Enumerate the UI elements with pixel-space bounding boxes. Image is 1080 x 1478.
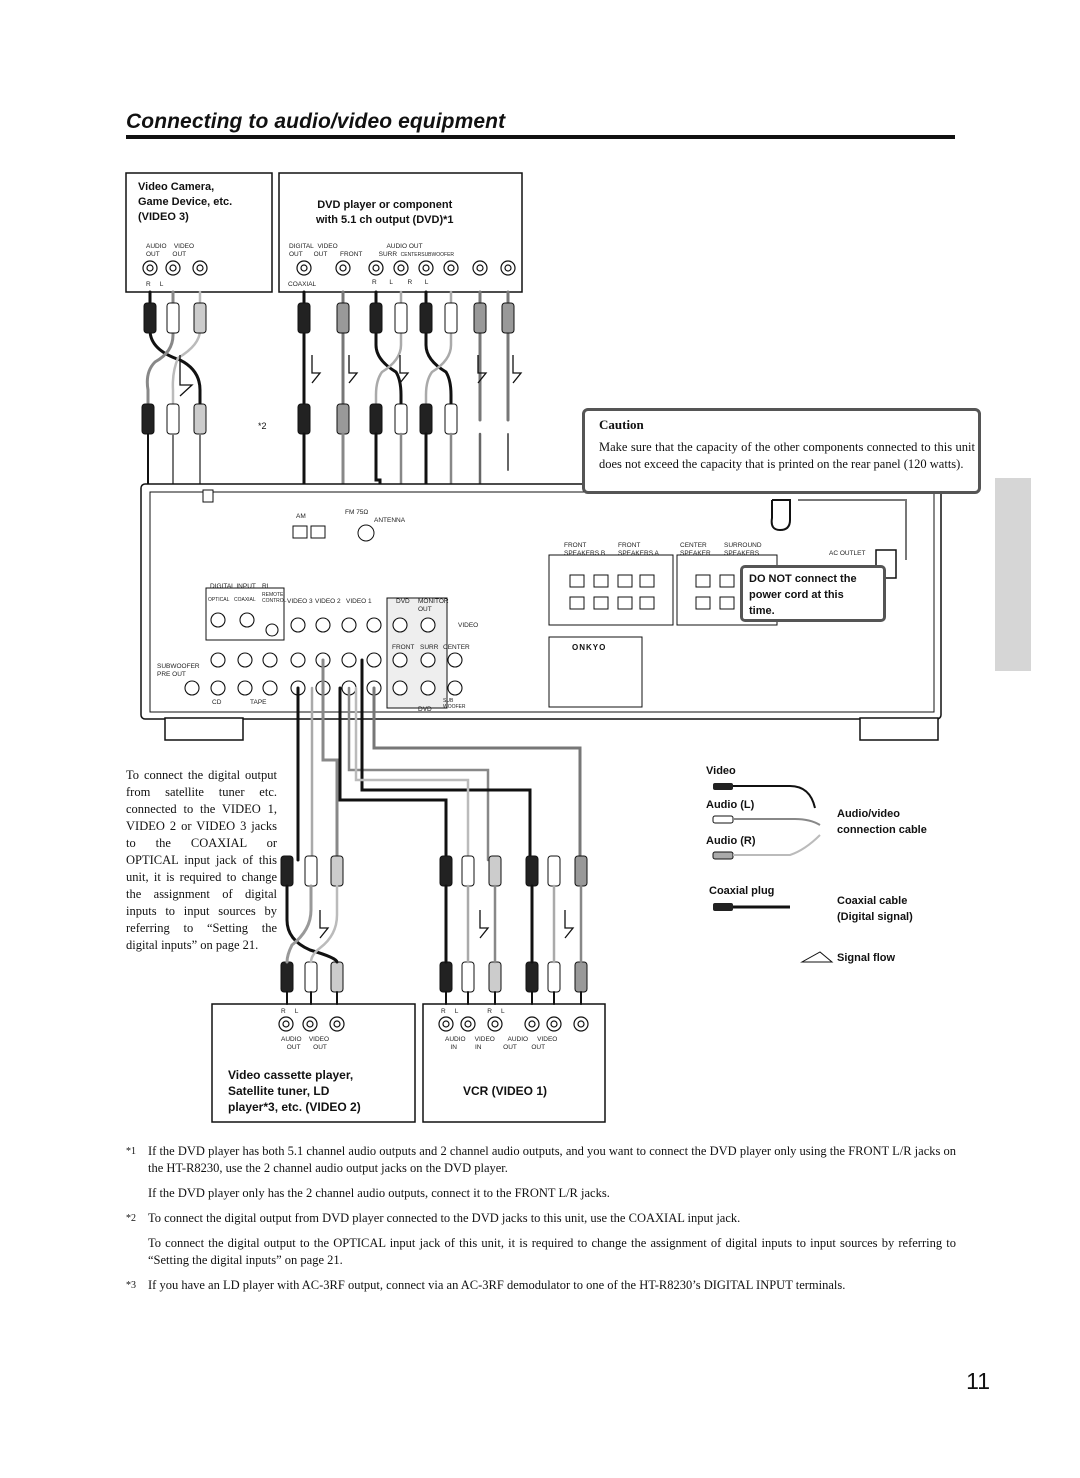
vcr-source-box: [422, 1003, 606, 1123]
dvd-rl-labels: R L R L: [372, 279, 429, 286]
panel-digital-input: DIGITAL INPUT: [210, 583, 256, 590]
footnotes: *1 If the DVD player has both 5.1 channe…: [126, 1143, 956, 1294]
top-plugs: [141, 302, 515, 435]
legend-video: Video: [706, 765, 736, 777]
side-tab: [995, 478, 1031, 671]
bottom-plugs: [280, 855, 588, 993]
panel-front: FRONT: [392, 644, 415, 651]
panel-subwoofer-pre: SUBWOOFER PRE OUT: [157, 663, 200, 678]
video3-rl-labels: R L: [146, 281, 164, 288]
caution-box: Caution Make sure that the capacity of t…: [582, 408, 981, 494]
legend-signal-flow: Signal flow: [837, 952, 896, 964]
vcr-rl: R L R L: [441, 1008, 505, 1015]
panel-surround: SURROUND SPEAKERS: [724, 542, 762, 557]
dvd-source-box: [278, 172, 523, 293]
panel-video2: VIDEO 2: [315, 598, 341, 605]
dvd-coaxial-label: COAXIAL: [288, 281, 317, 288]
video2-jack-labels: AUDIO VIDEO OUT OUT: [281, 1036, 330, 1051]
panel-video3: VIDEO 3: [287, 598, 313, 605]
panel-front-b: FRONT SPEAKERS B: [564, 542, 606, 557]
footnote-3: *3 If you have an LD player with AC-3RF …: [126, 1278, 846, 1292]
footnote-1: *1 If the DVD player has both 5.1 channe…: [126, 1144, 956, 1200]
legend-coaxial-plug: Coaxial plug: [709, 885, 775, 897]
vcr-jack-labels: AUDIO VIDEO AUDIO VIDEO IN IN OUT OUT: [445, 1036, 558, 1051]
footnote-2: *2 To connect the digital output from DV…: [126, 1211, 956, 1267]
panel-ri: RI: [262, 583, 269, 590]
vcr-source-label: VCR (VIDEO 1): [463, 1084, 548, 1098]
panel-sub-woofer: SUB WOOFER: [443, 698, 466, 710]
marker-2: *2: [258, 421, 267, 431]
panel-am: AM: [296, 513, 306, 520]
panel-cd: CD: [212, 699, 222, 706]
panel-coaxial: COAXIAL: [234, 597, 256, 603]
panel-surr: SURR: [420, 644, 439, 651]
legend-audio-l: Audio (L): [706, 799, 755, 811]
panel-center-jack: CENTER: [443, 644, 470, 651]
panel-front-a: FRONT SPEAKERS A: [618, 542, 659, 557]
brand-logo: ONKYO: [572, 643, 607, 652]
video2-source-label: Video cassette player, Satellite tuner, …: [228, 1068, 361, 1114]
panel-dvd: DVD: [396, 598, 410, 605]
panel-video1: VIDEO 1: [346, 598, 372, 605]
video2-source-box: [211, 1003, 416, 1123]
signal-flow-arrows: [179, 355, 523, 397]
panel-fm: FM 75Ω: [345, 509, 369, 516]
video2-rl: R L: [281, 1008, 299, 1015]
legend-graphics: [712, 783, 834, 963]
panel-dvd-bottom: DVD: [418, 706, 432, 713]
panel-ac-outlet: AC OUTLET: [829, 550, 866, 557]
legend-coaxial-cable: Coaxial cable (Digital signal): [837, 895, 913, 923]
video3-jack-labels: AUDIO VIDEO OUT OUT: [146, 243, 195, 258]
video3-source-label: Video Camera, Game Device, etc. (VIDEO 3…: [138, 181, 233, 223]
panel-optical: OPTICAL: [208, 597, 230, 603]
source-jacks: [142, 260, 589, 1032]
panel-monitor: MONITOR OUT: [418, 598, 449, 613]
panel-video: VIDEO: [458, 622, 479, 629]
caution-heading: Caution: [599, 417, 644, 432]
legend-av-cable: Audio/video connection cable: [837, 808, 927, 836]
panel-center: CENTER SPEAKER: [680, 542, 711, 557]
panel-antenna: ANTENNA: [374, 517, 406, 524]
caution-text: Make sure that the capacity of the other…: [599, 440, 975, 471]
panel-remote: REMOTE CONTROL: [262, 592, 287, 604]
legend-audio-r: Audio (R): [706, 835, 756, 847]
dvd-jack-labels: DIGITAL VIDEO AUDIO OUT OUT OUT FRONT SU…: [289, 243, 455, 258]
donot-box: DO NOT connect the power cord at this ti…: [740, 565, 886, 622]
page-number: 11: [966, 1368, 990, 1394]
dvd-source-label: DVD player or component with 5.1 ch outp…: [316, 199, 454, 226]
title-rule: [126, 135, 955, 139]
panel-tape: TAPE: [250, 699, 267, 706]
receiver-rear-panel: [140, 483, 942, 741]
digital-note: To connect the digital output from satel…: [126, 768, 277, 952]
page-title: Connecting to audio/video equipment: [126, 110, 506, 133]
